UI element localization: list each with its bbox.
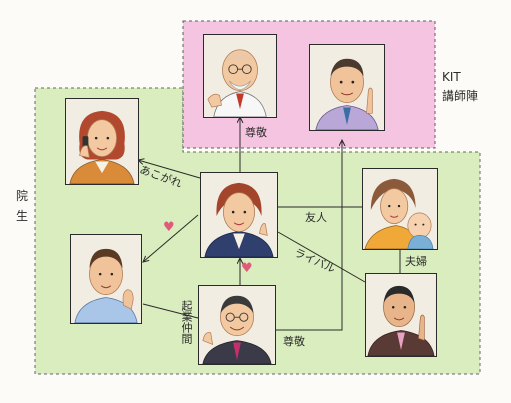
portrait-lecturer xyxy=(309,44,385,131)
kit-lecturers-label: KIT 講師陣 xyxy=(442,70,479,104)
arrow-respect-bottom xyxy=(276,140,342,331)
relation-business-partner: 起業仲間 xyxy=(180,300,193,344)
portrait-woman-phone xyxy=(65,98,139,185)
portrait-man-bottom-right xyxy=(365,273,437,357)
relation-friend: 友人 xyxy=(305,211,327,224)
arrow-to-man-left xyxy=(143,214,199,262)
portrait-central-woman xyxy=(200,172,278,258)
portrait-old-professor xyxy=(203,34,277,118)
arrow-admiration xyxy=(138,160,201,179)
grad-students-label: 院 生 xyxy=(16,189,29,224)
portrait-woman-with-baby xyxy=(362,168,438,250)
heart-icon: ♥ xyxy=(163,220,175,235)
relation-respect-top: 尊敬 xyxy=(245,126,267,139)
line-business xyxy=(142,303,199,319)
heart-icon: ♥ xyxy=(241,261,253,276)
relation-couple: 夫婦 xyxy=(405,255,427,268)
portrait-man-left xyxy=(70,234,142,324)
relation-respect-bottom: 尊敬 xyxy=(283,335,305,348)
portrait-man-bottom xyxy=(198,285,276,365)
line-rival xyxy=(277,231,366,283)
